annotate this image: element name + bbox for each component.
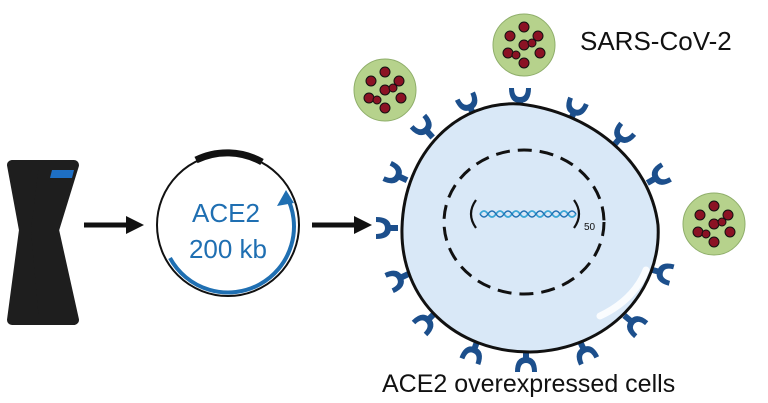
virus-icon: [682, 192, 746, 256]
nucleus-icon: [442, 148, 606, 296]
virus-label: SARS-CoV-2: [580, 26, 732, 56]
cell-icon: [400, 102, 660, 354]
dna-wave-2: [479, 210, 577, 218]
chromosome-icon: [7, 160, 79, 325]
right-paren: [573, 199, 581, 229]
arrow-right-icon: [84, 216, 144, 234]
plasmid-gene-label: ACE2: [192, 198, 260, 228]
repeat-subscript: 50: [584, 222, 596, 233]
left-paren: [469, 199, 477, 229]
virus-icon: [492, 13, 556, 77]
plasmid-icon: ACE2 200 kb: [156, 149, 300, 297]
virus-icon: [353, 58, 417, 122]
dna-repeat-icon: 50: [469, 199, 596, 233]
ace2-arc: [168, 194, 296, 295]
cell-label: ACE2 overexpressed cells: [382, 370, 675, 398]
receptor-icon: [382, 160, 412, 191]
ace2-band: [50, 170, 74, 178]
arrow-right-icon: [312, 216, 372, 234]
receptor-icon: [376, 217, 398, 239]
plasmid-size-label: 200 kb: [189, 234, 267, 264]
